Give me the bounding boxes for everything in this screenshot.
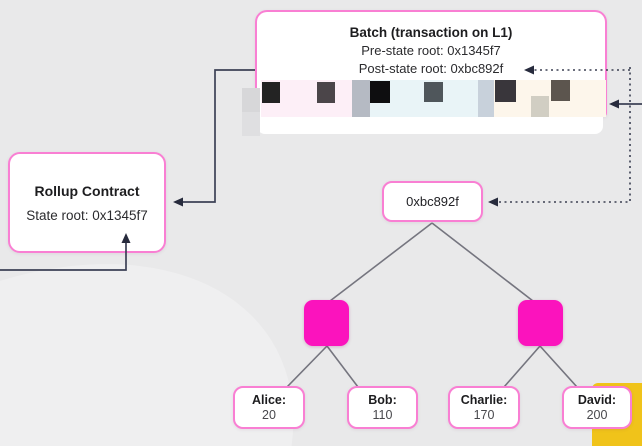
post-state-root-text: Post-state root: 0xbc892f	[358, 61, 504, 76]
leaf-david-value: 200	[586, 407, 608, 422]
batch-title: Batch (transaction on L1)	[349, 25, 513, 40]
calldata-block	[551, 80, 570, 101]
merkle-internal-node-right	[518, 300, 563, 346]
leaf-bob: Bob: 110	[347, 386, 418, 429]
calldata-block	[317, 82, 335, 103]
edge-right-charlie	[503, 345, 541, 388]
leaf-alice-label: Alice:	[251, 392, 287, 407]
leaf-charlie: Charlie: 170	[448, 386, 520, 429]
leaf-alice: Alice: 20	[233, 386, 305, 429]
rollup-contract-box: Rollup Contract State root: 0x1345f7	[8, 152, 166, 253]
edge-right-david	[539, 345, 578, 388]
state-root-text: State root: 0x1345f7	[26, 207, 148, 223]
edge-root-right	[431, 222, 534, 302]
leaf-alice-value: 20	[262, 407, 276, 422]
calldata-block	[495, 80, 516, 102]
calldata-block	[262, 82, 280, 103]
calldata-block	[478, 80, 494, 117]
calldata-block	[531, 96, 549, 117]
leaf-bob-label: Bob:	[368, 392, 397, 407]
calldata-block	[242, 112, 260, 136]
leaf-david: David: 200	[562, 386, 632, 429]
merkle-root-node: 0xbc892f	[382, 181, 483, 222]
rollup-contract-title: Rollup Contract	[34, 182, 140, 199]
pre-state-root-text: Pre-state root: 0x1345f7	[361, 43, 501, 58]
calldata-block	[242, 88, 260, 112]
edge-left-bob	[326, 345, 359, 388]
calldata-strip	[242, 78, 607, 136]
calldata-block	[424, 82, 443, 102]
leaf-charlie-value: 170	[473, 407, 495, 422]
leaf-bob-value: 110	[372, 407, 393, 422]
merkle-internal-node-left	[304, 300, 349, 346]
calldata-block	[370, 81, 390, 103]
leaf-david-label: David:	[577, 392, 617, 407]
edge-left-alice	[286, 345, 328, 388]
calldata-block	[352, 80, 370, 117]
leaf-charlie-label: Charlie:	[460, 392, 508, 407]
edge-root-left	[329, 222, 433, 302]
